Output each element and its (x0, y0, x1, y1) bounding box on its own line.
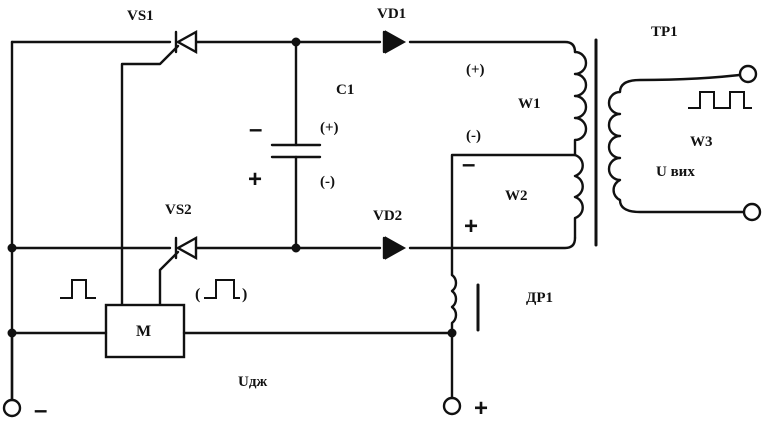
label-tp1: TP1 (651, 24, 678, 40)
label-w3: W3 (690, 134, 713, 150)
label-c1-minus: (-) (320, 174, 335, 190)
control-pulse-vs1 (60, 279, 96, 299)
control-pulse-vs2 (204, 279, 240, 299)
label-w1-minus: (-) (466, 128, 481, 144)
label-w2: W2 (505, 188, 528, 204)
label-u-supply: Uдж (238, 374, 267, 390)
winding-w2 (573, 153, 584, 240)
top-rail (10, 40, 577, 54)
thyristor-vs2 (158, 235, 198, 307)
thyristor-vs1 (120, 29, 198, 307)
label-vs1: VS1 (127, 8, 154, 24)
junction-dots (7, 37, 457, 338)
label-w2-sign-plus: + (464, 213, 478, 240)
middle-rail (10, 236, 577, 250)
label-dr1: ДР1 (526, 290, 553, 306)
winding-w3 (607, 64, 762, 222)
diode-vd1 (382, 30, 407, 54)
label-vd2: VD2 (373, 208, 402, 224)
label-w1-plus: (+) (466, 62, 485, 78)
control-module-m (10, 303, 454, 359)
output-pulse-waveform (688, 91, 752, 109)
label-c1: C1 (336, 82, 354, 98)
label-pulse-bracket-close: ) (242, 286, 247, 303)
capacitor-c1 (270, 40, 322, 250)
winding-w1 (573, 50, 588, 157)
label-w1: W1 (518, 96, 541, 112)
label-vs2: VS2 (165, 202, 192, 218)
label-c1-sign-plus: + (248, 166, 262, 193)
terminal-negative (2, 331, 22, 418)
label-u-out: U вих (656, 164, 695, 180)
label-m: M (136, 323, 151, 340)
center-tap-wire (450, 153, 577, 277)
choke-dr1 (442, 273, 480, 416)
label-pulse-bracket-open: ( (195, 286, 200, 303)
label-c1-plus: (+) (320, 120, 339, 136)
label-terminal-minus: – (34, 397, 47, 424)
label-vd1: VD1 (377, 6, 406, 22)
label-c1-sign-minus: – (249, 116, 262, 143)
label-terminal-plus: + (474, 395, 488, 422)
label-w2-sign-minus: – (462, 151, 475, 178)
diode-vd2 (382, 236, 407, 260)
